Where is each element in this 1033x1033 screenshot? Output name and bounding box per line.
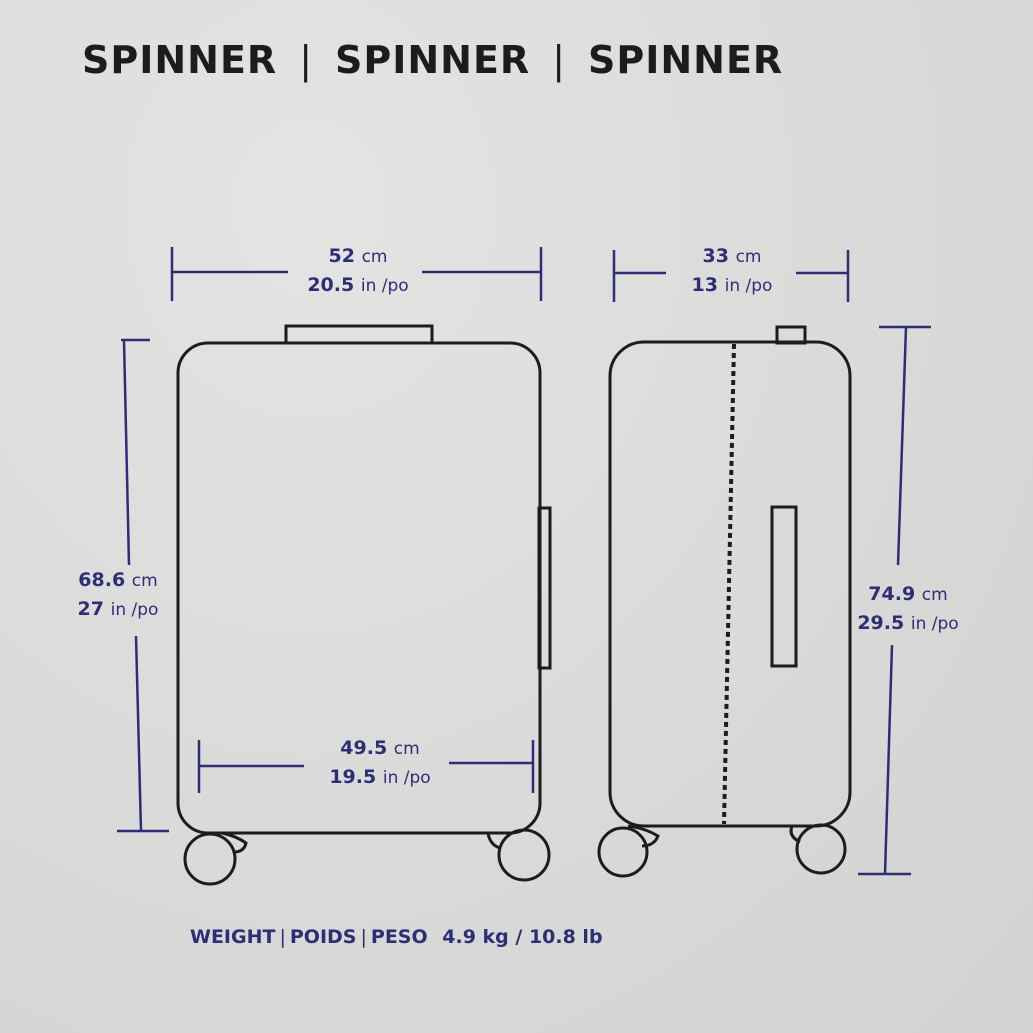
- side-shell: [608, 340, 852, 828]
- front-side-handle: [537, 506, 552, 670]
- weight-label-en: WEIGHT: [190, 926, 276, 948]
- weight-label-es: PESO: [370, 926, 428, 948]
- side-zipper-line: [722, 343, 736, 825]
- weight-label-fr: POIDS: [289, 926, 357, 948]
- front-top-handle: [284, 324, 434, 345]
- side-view-suitcase: [597, 325, 852, 878]
- front-wheel-left: [183, 832, 237, 886]
- side-handle: [770, 505, 798, 668]
- page-title: SPINNER | SPINNER | SPINNER: [82, 38, 783, 82]
- front-base-width-label: 49.5 cm 19.5 in /po: [329, 737, 431, 788]
- weight-info: WEIGHT|POIDS|PESO 4.9 kg / 10.8 lb: [190, 926, 603, 948]
- title-separator: |: [552, 38, 566, 82]
- title-separator: |: [299, 38, 313, 82]
- side-depth-label: 33 cm 13 in /po: [691, 245, 773, 296]
- front-wheel-mount-right: [486, 832, 501, 850]
- front-width-label: 52 cm 20.5 in /po: [307, 245, 409, 296]
- title-label-2: SPINNER: [335, 38, 531, 82]
- front-view-suitcase: [176, 324, 552, 886]
- weight-value: 4.9 kg / 10.8 lb: [442, 926, 603, 948]
- side-height-label: 74.9 cm 29.5 in /po: [857, 583, 959, 634]
- weight-separator: |: [279, 926, 286, 948]
- front-wheel-mount-left: [221, 831, 248, 854]
- title-label-1: SPINNER: [82, 38, 278, 82]
- weight-separator: |: [360, 926, 367, 948]
- dimension-lines: [117, 247, 931, 876]
- front-height-label: 68.6 cm 27 in /po: [77, 569, 159, 620]
- front-wheel-right: [497, 828, 551, 882]
- side-wheel-left: [597, 826, 649, 878]
- side-wheel-mount-left: [627, 824, 660, 848]
- side-wheel-right: [795, 823, 847, 875]
- title-label-3: SPINNER: [588, 38, 784, 82]
